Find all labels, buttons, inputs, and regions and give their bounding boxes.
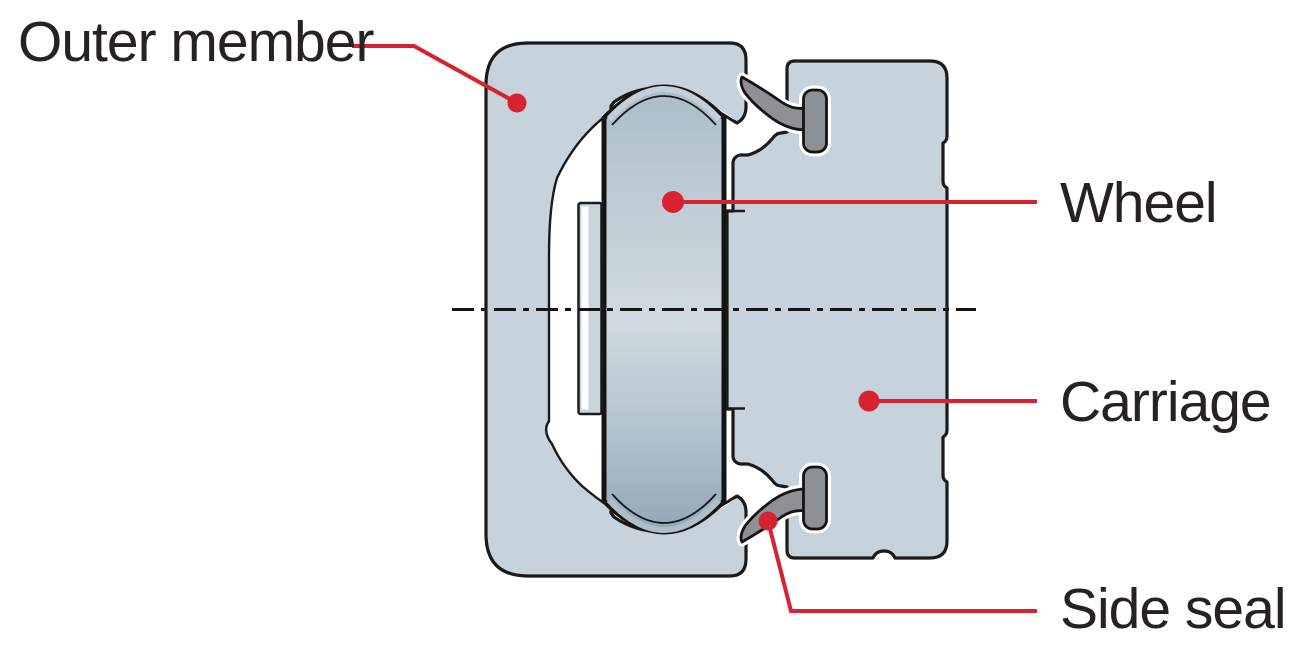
- side-seal-top-arm: [739, 75, 808, 132]
- carriage-dot: [858, 390, 880, 412]
- stud-shank-edges: [727, 209, 745, 410]
- wheel-crown-band-top: [606, 86, 722, 122]
- wheel-dot: [662, 191, 684, 213]
- side-seal-dot: [758, 511, 778, 531]
- side-seal-top-bar: [802, 88, 828, 154]
- callouts: [352, 44, 1037, 613]
- outer-member-leader: [352, 44, 518, 105]
- carriage-label: Carriage: [1060, 370, 1271, 434]
- side-seal-bottom-bar: [802, 465, 828, 531]
- side-seal-top: [736, 72, 831, 157]
- wheel-label: Wheel: [1060, 171, 1217, 235]
- outer-member-dot: [507, 93, 527, 113]
- side-seal-label: Side seal: [1060, 577, 1286, 641]
- wheel-crown-band-bottom: [606, 497, 722, 533]
- side-seal-leader: [766, 520, 1037, 613]
- outer-member-label: Outer member: [18, 10, 374, 74]
- wheel-crown-line-top: [611, 95, 717, 126]
- wheel-crown-line-bottom: [611, 493, 717, 524]
